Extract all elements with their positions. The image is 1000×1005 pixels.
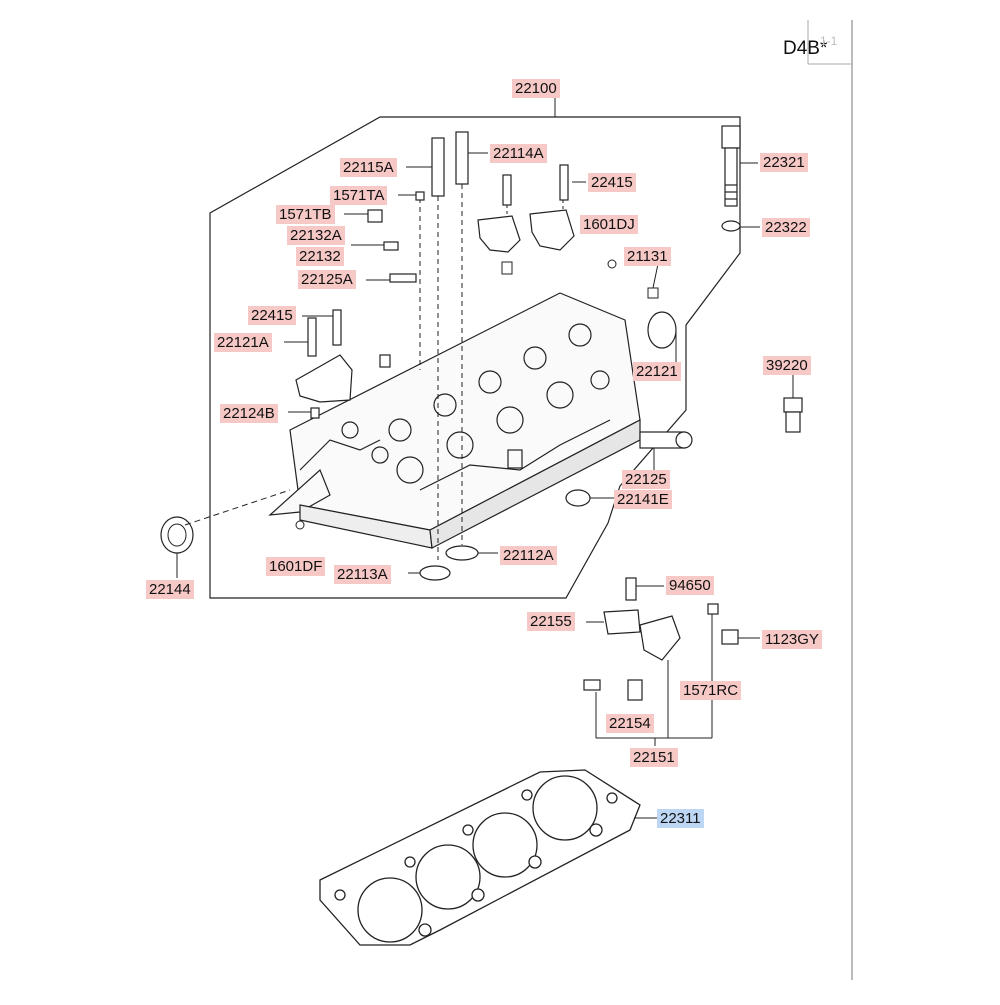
top-bolts bbox=[367, 164, 569, 223]
part-label-22125a[interactable]: 22125A bbox=[298, 270, 356, 289]
cap-22141e bbox=[565, 489, 591, 507]
bolt-22132 bbox=[383, 241, 399, 251]
part-label-1571ta[interactable]: 1571TA bbox=[330, 186, 388, 205]
water-outlet-group bbox=[583, 577, 739, 701]
part-label-1571tb[interactable]: 1571TB bbox=[276, 205, 335, 224]
group-22151-leaders bbox=[595, 614, 713, 746]
part-label-22115a[interactable]: 22115A bbox=[340, 158, 397, 177]
engine-code: D4B* bbox=[783, 38, 827, 60]
part-label-22132a[interactable]: 22132A bbox=[287, 226, 345, 245]
part-label-22121a[interactable]: 22121A bbox=[214, 333, 272, 352]
part-label-22144[interactable]: 22144 bbox=[146, 580, 194, 599]
part-label-22132[interactable]: 22132 bbox=[296, 247, 344, 266]
part-label-22141e[interactable]: 22141E bbox=[614, 490, 672, 509]
bracket-dowel bbox=[501, 261, 513, 275]
part-label-22155[interactable]: 22155 bbox=[527, 612, 575, 631]
dowel-1601dj bbox=[607, 259, 617, 269]
valve-seat-22113a bbox=[419, 565, 451, 581]
part-label-94650[interactable]: 94650 bbox=[666, 576, 714, 595]
part-label-39220[interactable]: 39220 bbox=[763, 356, 811, 375]
left-rocker-bracket bbox=[295, 309, 391, 419]
oil-seal-22144 bbox=[160, 516, 194, 554]
valve-seat-22112a bbox=[445, 545, 479, 561]
cylinder-head-body bbox=[268, 292, 641, 549]
engine-code-text: D4B bbox=[783, 38, 820, 59]
part-label-22415-left[interactable]: 22415 bbox=[248, 306, 296, 325]
rocker-brackets bbox=[477, 209, 575, 253]
part-label-22321[interactable]: 22321 bbox=[760, 153, 808, 172]
part-label-22100[interactable]: 22100 bbox=[512, 79, 560, 98]
part-label-1571rc[interactable]: 1571RC bbox=[680, 681, 742, 700]
part-label-21131[interactable]: 21131 bbox=[624, 247, 671, 266]
part-label-22322[interactable]: 22322 bbox=[762, 218, 810, 237]
bolt-22125a bbox=[389, 273, 417, 283]
part-label-22124b[interactable]: 22124B bbox=[220, 404, 278, 423]
part-label-22112a[interactable]: 22112A bbox=[500, 546, 557, 565]
part-label-22415-top[interactable]: 22415 bbox=[588, 173, 636, 192]
part-label-22151[interactable]: 22151 bbox=[630, 748, 678, 767]
part-label-22311[interactable]: 22311 bbox=[657, 809, 704, 828]
valve-guides bbox=[431, 131, 469, 197]
part-label-1601df[interactable]: 1601DF bbox=[266, 557, 326, 576]
part-label-1123gy[interactable]: 1123GY bbox=[762, 630, 822, 649]
part-label-22125[interactable]: 22125 bbox=[622, 470, 670, 489]
part-label-22114a[interactable]: 22114A bbox=[490, 144, 547, 163]
part-label-22121[interactable]: 22121 bbox=[633, 362, 681, 381]
part-label-1601dj[interactable]: 1601DJ bbox=[580, 215, 638, 234]
switch-39220 bbox=[783, 397, 803, 433]
plug-21131 bbox=[647, 287, 659, 299]
oil-seal-inner bbox=[167, 523, 187, 547]
head-bolt bbox=[721, 125, 741, 232]
page-marker: 1-1 bbox=[820, 34, 838, 48]
leader-lines bbox=[176, 152, 794, 819]
part-label-22113a[interactable]: 22113A bbox=[334, 565, 391, 584]
cap-22121 bbox=[647, 311, 677, 349]
head-gasket bbox=[319, 769, 641, 946]
fitting-22125 bbox=[639, 431, 693, 449]
dowel-1601df bbox=[295, 520, 305, 530]
part-label-22154[interactable]: 22154 bbox=[606, 714, 654, 733]
engine-suffix: * bbox=[819, 38, 828, 59]
head-assembly-outline bbox=[209, 116, 741, 599]
seal-axis bbox=[184, 489, 291, 526]
